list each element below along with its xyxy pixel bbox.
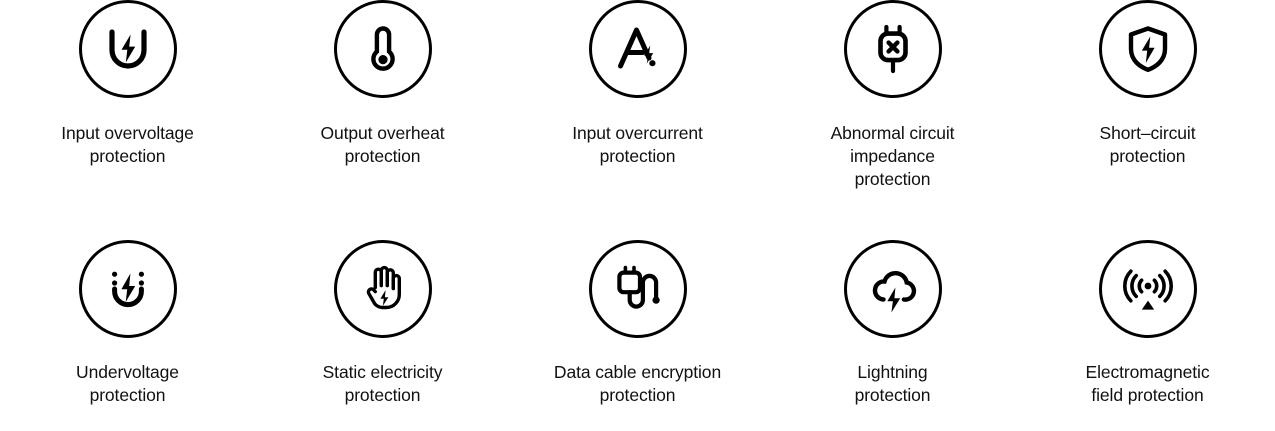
- ampere-bolt-icon: [588, 0, 687, 98]
- shield-bolt-icon: [1098, 0, 1197, 98]
- feature-item-data-cable-encryption: Data cable encryption protection: [510, 240, 765, 407]
- feature-label: Static electricity protection: [322, 362, 443, 405]
- feature-item-abnormal-circuit-impedance: Abnormal circuit impedance protection: [765, 0, 1020, 191]
- cloud-bolt-icon: [843, 240, 942, 338]
- feature-label: Undervoltage protection: [76, 362, 179, 405]
- magnet-dashed-bolt-icon: [78, 240, 177, 338]
- feature-item-lightning: Lightning protection: [765, 240, 1020, 407]
- feature-item-undervoltage: Undervoltage protection: [0, 240, 255, 407]
- feature-label: Data cable encryption protection: [553, 362, 722, 405]
- feature-item-output-overheat: Output overheat protection: [255, 0, 510, 168]
- feature-item-input-overvoltage: Input overvoltage protection: [0, 0, 255, 168]
- feature-label: Electromagnetic field protection: [1085, 362, 1210, 405]
- feature-label: Input overvoltage protection: [61, 123, 194, 166]
- feature-label: Short–circuit protection: [1099, 123, 1196, 166]
- feature-item-electromagnetic-field: Electromagnetic field protection: [1020, 240, 1275, 407]
- feature-label: Lightning protection: [854, 362, 931, 405]
- thermometer-icon: [333, 0, 432, 98]
- hand-bolt-icon: [333, 240, 432, 338]
- magnet-bolt-icon: [78, 0, 177, 98]
- plug-cable-icon: [588, 240, 687, 338]
- signal-waves-icon: [1098, 240, 1197, 338]
- feature-label: Abnormal circuit impedance protection: [830, 123, 955, 189]
- feature-label: Output overheat protection: [320, 123, 445, 166]
- feature-label: Input overcurrent protection: [572, 123, 703, 166]
- feature-item-static-electricity: Static electricity protection: [255, 240, 510, 407]
- feature-item-short-circuit: Short–circuit protection: [1020, 0, 1275, 168]
- plug-x-icon: [843, 0, 942, 98]
- feature-item-input-overcurrent: Input overcurrent protection: [510, 0, 765, 168]
